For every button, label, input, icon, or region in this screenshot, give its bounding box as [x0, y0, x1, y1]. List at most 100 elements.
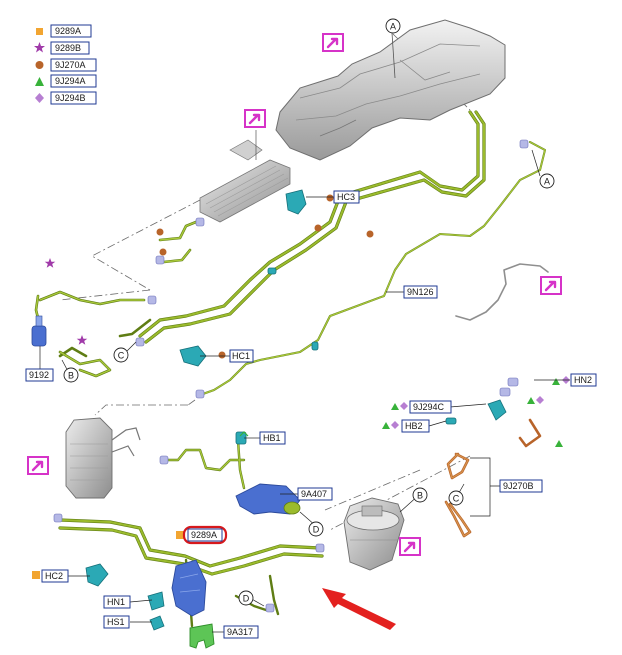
fuel-filter-housing: [343, 497, 405, 571]
diamond-icon: [391, 421, 399, 429]
ref-circle-d: D: [308, 521, 324, 537]
callout-text: HC1: [232, 351, 250, 361]
callout-text: HC2: [45, 571, 63, 581]
callout-hc2[interactable]: HC2: [41, 569, 69, 583]
ref-letter: D: [313, 525, 320, 535]
callout-9a407[interactable]: 9A407: [297, 487, 333, 501]
ref-letter: C: [453, 494, 460, 504]
callout-text: HN2: [574, 375, 592, 385]
circle-icon: [314, 224, 322, 232]
triangle-icon: [391, 403, 399, 410]
callout-hc3[interactable]: HC3: [333, 190, 360, 204]
red-indicator-arrow: [322, 588, 396, 630]
circle-icon: [218, 351, 226, 359]
callout-text: HB1: [263, 433, 281, 443]
fuel-pump-bracket: [235, 483, 301, 515]
callout-text: HN1: [107, 597, 125, 607]
circle-icon: [366, 230, 374, 238]
legend: 9289A 9289B 9J270A 9J294A 9J294B: [34, 24, 97, 105]
triangle-icon: [527, 397, 535, 404]
callout-text: 9192: [29, 370, 49, 380]
callout-9289a-highlighted[interactable]: 9289A: [182, 525, 228, 545]
ref-letter: C: [118, 351, 125, 361]
ref-circle-a: A: [385, 18, 401, 34]
ref-letter: B: [68, 371, 74, 381]
fuel-line-bracket: [171, 559, 207, 617]
ref-circle-c: C: [113, 347, 129, 363]
callout-text: 9A317: [227, 627, 253, 637]
reference-circles: A A B B C C D D: [63, 18, 555, 606]
heat-shield: [199, 130, 291, 223]
callout-text: 9A407: [301, 489, 327, 499]
legend-code: 9J294A: [55, 76, 86, 86]
markers: [32, 194, 570, 579]
ref-circle-a: A: [539, 173, 555, 189]
legend-code: 9J270A: [55, 60, 86, 70]
view-arrow-icon: [243, 108, 267, 129]
callout-text: 9N126: [407, 287, 434, 297]
diamond-icon: [536, 396, 544, 404]
callout-9a317[interactable]: 9A317: [223, 625, 259, 639]
retaining-clip: [189, 623, 215, 649]
square-icon: [176, 531, 184, 539]
triangle-icon: [35, 77, 44, 86]
legend-item-9j294a: 9J294A: [35, 74, 97, 88]
callout-leaders: [39, 149, 570, 633]
square-icon: [36, 28, 43, 35]
callout-hs1[interactable]: HS1: [103, 615, 130, 629]
callout-hn2[interactable]: HN2: [570, 373, 597, 387]
ref-letter: A: [390, 22, 396, 32]
ref-letter: A: [544, 177, 550, 187]
view-arrow-icon: [26, 455, 50, 476]
fuel-heater: [65, 417, 141, 499]
callout-hc1[interactable]: HC1: [229, 349, 254, 363]
pipe-clips: [53, 139, 529, 613]
callout-9n126[interactable]: 9N126: [403, 285, 438, 299]
legend-item-9j294b: 9J294B: [35, 91, 97, 105]
quick-connectors: [85, 189, 507, 631]
circle-icon: [35, 61, 44, 69]
view-arrow-icon: [539, 275, 563, 296]
diamond-icon: [400, 402, 408, 410]
callout-text: HC3: [337, 192, 355, 202]
star-icon: [44, 258, 56, 268]
callout-text: 9289A: [191, 530, 217, 540]
star-icon: [76, 335, 88, 345]
circle-icon: [156, 228, 164, 236]
circle-icon: [326, 194, 334, 202]
ref-circle-b: B: [412, 487, 428, 503]
circle-icon: [159, 248, 167, 256]
fuel-pipes: [34, 110, 549, 628]
star-icon: [34, 42, 45, 53]
ref-letter: B: [417, 491, 423, 501]
callout-9192[interactable]: 9192: [25, 368, 54, 382]
callout-9j270b[interactable]: 9J270B: [499, 479, 543, 493]
fuel-tank: [275, 19, 506, 161]
ref-circle-b: B: [63, 367, 79, 383]
legend-code: 9J294B: [55, 93, 86, 103]
triangle-icon: [552, 378, 560, 385]
callout-labels: HC3 9N126 9192 HC1 HN2 9J294C HB2 HB1: [25, 190, 597, 639]
callout-text: HS1: [107, 617, 125, 627]
callout-text: HB2: [405, 421, 423, 431]
legend-item-9j270a: 9J270A: [35, 58, 97, 72]
pressure-valve: [31, 315, 47, 347]
ref-circle-d: D: [238, 590, 254, 606]
legend-code: 9289A: [55, 26, 81, 36]
callout-hb1[interactable]: HB1: [259, 431, 286, 445]
ref-letter: D: [243, 594, 250, 604]
legend-item-9289b: 9289B: [34, 41, 90, 55]
callout-hn1[interactable]: HN1: [103, 595, 131, 609]
square-icon: [32, 571, 40, 579]
triangle-icon: [555, 440, 563, 447]
legend-item-9289a: 9289A: [36, 24, 92, 38]
triangle-icon: [382, 422, 390, 429]
callout-9j294c[interactable]: 9J294C: [409, 400, 452, 414]
callout-text: 9J294C: [413, 402, 445, 412]
view-arrow-icon: [321, 32, 345, 53]
diamond-icon: [35, 93, 44, 103]
legend-code: 9289B: [55, 43, 81, 53]
ref-circle-c: C: [448, 490, 464, 506]
callout-hb2[interactable]: HB2: [401, 419, 430, 433]
